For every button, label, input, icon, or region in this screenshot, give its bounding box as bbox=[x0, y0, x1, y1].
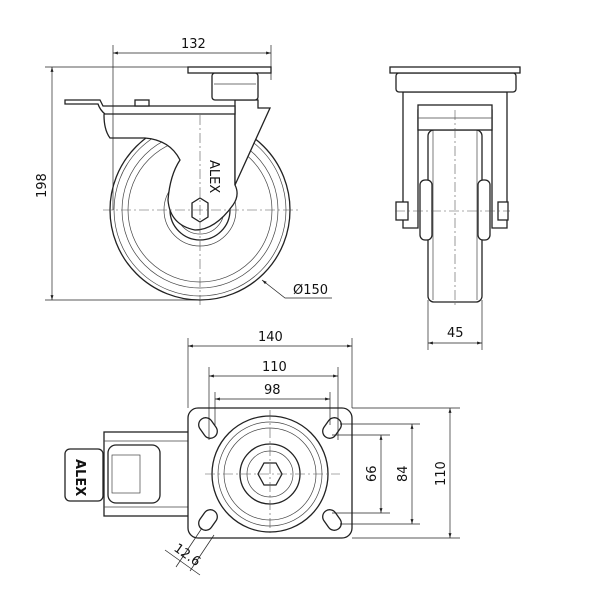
side-top-plate bbox=[389, 66, 521, 74]
dim-hole-spacing-y-inner: 66 bbox=[365, 465, 380, 482]
dim-hole-spacing-x-inner: 98 bbox=[264, 383, 281, 398]
brand-tab bbox=[64, 448, 104, 502]
side-view: 45 bbox=[389, 66, 521, 350]
dim-hole-spacing-x-outer: 110 bbox=[262, 360, 287, 375]
dim-hole-spacing-y-outer: 84 bbox=[396, 465, 411, 482]
dim-overall-height: 198 bbox=[35, 173, 50, 198]
fork-brand-logo: ALEX bbox=[206, 160, 221, 193]
brake-pedal-tab bbox=[134, 99, 150, 107]
top-view: ALEX 140 110 98 66 bbox=[64, 330, 460, 576]
brake-brand-logo: ALEX bbox=[72, 459, 87, 496]
fork bbox=[103, 107, 238, 231]
dim-swivel-offset: 132 bbox=[181, 37, 206, 52]
fork-leg bbox=[234, 99, 272, 186]
dim-plate-length: 140 bbox=[258, 330, 283, 345]
swivel-housing bbox=[211, 72, 259, 101]
brake-lever bbox=[64, 99, 236, 115]
top-plate bbox=[187, 66, 272, 74]
front-view: ALEX 132 198 Ø150 bbox=[35, 37, 332, 305]
dim-wheel-width: 45 bbox=[447, 326, 464, 341]
brake-pedal bbox=[107, 444, 161, 504]
dim-wheel-diameter: Ø150 bbox=[293, 283, 328, 298]
side-swivel-housing bbox=[395, 72, 517, 93]
dim-plate-width: 110 bbox=[434, 461, 449, 486]
